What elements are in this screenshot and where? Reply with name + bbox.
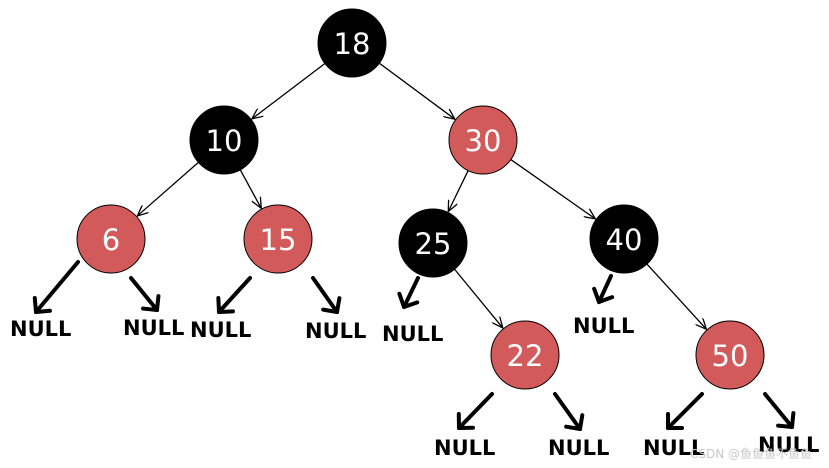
null-arrow-6-right xyxy=(129,276,161,312)
node-10: 10 xyxy=(189,105,259,175)
node-circle-black xyxy=(317,8,387,78)
node-label: 15 xyxy=(260,223,297,257)
node-circle-red xyxy=(490,320,560,390)
node-label: 40 xyxy=(606,223,643,257)
node-30: 30 xyxy=(448,105,518,175)
node-circle-red xyxy=(448,105,518,175)
null-6-right: NULL xyxy=(123,316,184,340)
node-label: 30 xyxy=(465,124,502,158)
null-22-left: NULL xyxy=(434,436,495,460)
null-15-right: NULL xyxy=(305,319,366,343)
node-label: 50 xyxy=(712,339,749,373)
node-label: 6 xyxy=(102,223,120,257)
edge-n18-n10 xyxy=(252,63,326,119)
edge-n30-n40 xyxy=(510,159,596,219)
null-arrow-50-left xyxy=(666,392,704,430)
null-arrow-6-left xyxy=(32,260,80,314)
node-15: 15 xyxy=(243,204,313,274)
null-50-left: NULL xyxy=(643,436,704,460)
edge-n18-n30 xyxy=(378,62,455,119)
null-arrow-50-right xyxy=(763,392,796,429)
null-arrow-15-left xyxy=(216,276,252,314)
tree-edges xyxy=(137,62,706,329)
node-label: 25 xyxy=(415,227,452,261)
tree-nodes: 18 10 30 6 15 25 40 22 50 xyxy=(76,8,765,390)
node-label: 18 xyxy=(334,27,371,61)
null-arrows xyxy=(32,260,796,431)
node-circle-red xyxy=(243,204,313,274)
null-15-left: NULL xyxy=(190,318,251,342)
node-50: 50 xyxy=(695,320,765,390)
edge-n30-n25 xyxy=(448,170,469,212)
node-circle-black xyxy=(589,204,659,274)
null-arrow-25-left xyxy=(397,276,420,309)
edge-n40-n50 xyxy=(646,263,706,329)
node-6: 6 xyxy=(76,204,146,274)
node-circle-red xyxy=(695,320,765,390)
node-18: 18 xyxy=(317,8,387,78)
edge-n25-n22 xyxy=(454,268,503,328)
node-label: 22 xyxy=(507,339,544,373)
null-22-right: NULL xyxy=(548,436,609,460)
node-circle-black xyxy=(189,105,259,175)
node-label: 10 xyxy=(206,124,243,158)
node-circle-black xyxy=(398,208,468,278)
null-40-left: NULL xyxy=(573,314,634,338)
edge-n10-n6 xyxy=(137,161,199,216)
null-arrow-22-left xyxy=(456,392,494,430)
null-25-left: NULL xyxy=(382,322,443,346)
null-arrow-40-left xyxy=(592,274,615,304)
node-25: 25 xyxy=(398,208,468,278)
null-arrow-22-right xyxy=(553,392,585,431)
node-22: 22 xyxy=(490,320,560,390)
node-40: 40 xyxy=(589,204,659,274)
null-6-left: NULL xyxy=(10,317,71,341)
null-arrow-15-right xyxy=(311,276,342,314)
null-50-right: NULL xyxy=(758,433,819,457)
edge-n10-n15 xyxy=(239,169,261,208)
watermark-text: CSDN @鱼鱼鱼不鱼鱼 xyxy=(690,447,812,461)
node-circle-red xyxy=(76,204,146,274)
